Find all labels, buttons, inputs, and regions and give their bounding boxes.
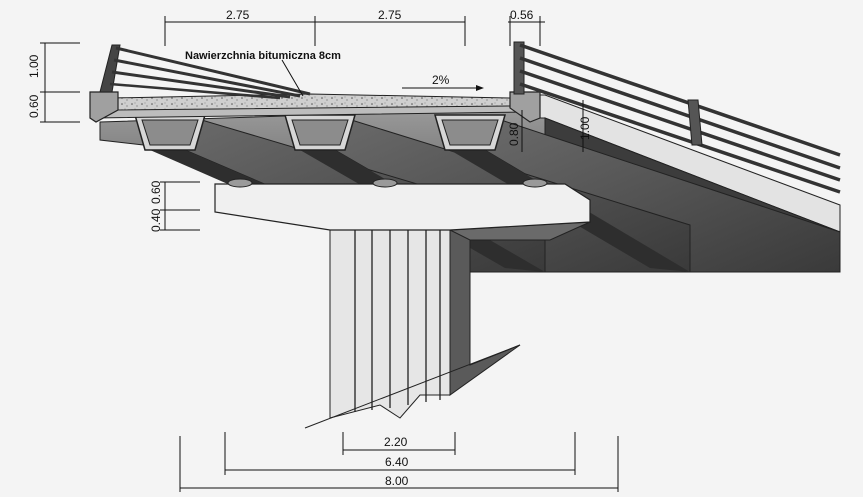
pier-cap bbox=[214, 183, 591, 231]
dim-lane-left: 2.75 bbox=[226, 8, 250, 22]
slope-arrow bbox=[402, 85, 484, 91]
bearing bbox=[372, 178, 398, 188]
dim-edge-height: 1.00 bbox=[578, 116, 592, 140]
slope-label: 2% bbox=[432, 73, 450, 87]
left-cornice bbox=[89, 91, 119, 123]
dim-lane-right: 2.75 bbox=[378, 8, 402, 22]
dim-curb-height: 0.60 bbox=[27, 94, 41, 118]
dim-cornice: 0.56 bbox=[510, 8, 534, 22]
bearing bbox=[522, 178, 548, 188]
surface-label: Nawierzchnia bitumiczna 8cm bbox=[185, 50, 341, 62]
dim-girder-depth: 0.80 bbox=[507, 122, 521, 146]
pier-and-cap bbox=[214, 178, 591, 429]
dim-pier-width: 2.20 bbox=[384, 435, 408, 449]
dim-cap-lower: 0.40 bbox=[149, 208, 163, 232]
dim-cap-width: 6.40 bbox=[385, 455, 409, 469]
deck-section bbox=[89, 91, 541, 151]
dim-cap-upper: 0.60 bbox=[149, 180, 163, 204]
right-railing bbox=[513, 41, 841, 194]
dim-railing-height: 1.00 bbox=[27, 54, 41, 78]
left-railing bbox=[99, 44, 311, 100]
dimension-lines bbox=[40, 16, 619, 492]
right-cornice bbox=[509, 91, 541, 123]
bearing bbox=[227, 178, 253, 188]
dim-deck-width: 8.00 bbox=[385, 474, 409, 488]
